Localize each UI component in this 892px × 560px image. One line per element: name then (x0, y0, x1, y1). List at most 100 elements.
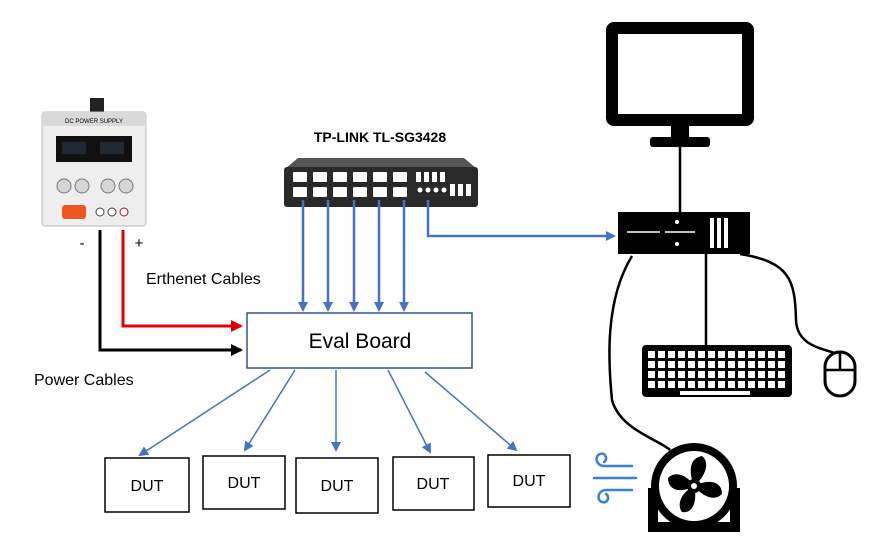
psu-positive-label: + (135, 235, 144, 252)
dut-label: DUT (131, 478, 164, 495)
switch-port (333, 172, 347, 182)
keyboard-key (648, 361, 655, 368)
dut-1: DUT (104, 457, 190, 513)
keyboard-key (778, 361, 785, 368)
power-cable-positive (121, 230, 243, 332)
keyboard-key (758, 361, 765, 368)
keyboard-key (648, 351, 655, 358)
dut-label: DUT (417, 476, 450, 493)
keyboard-key (738, 351, 745, 358)
ethernet-cables-label: Erthenet Cables (146, 271, 261, 288)
keyboard-key (748, 381, 755, 388)
keyboard-key (748, 371, 755, 378)
keyboard-key (768, 351, 775, 358)
keyboard-key (708, 351, 715, 358)
fan-icon (648, 443, 740, 532)
dut-3: DUT (295, 457, 379, 514)
dut-5: DUT (487, 454, 571, 508)
switch-port (373, 172, 387, 182)
switch-sfp-slot (466, 184, 471, 196)
keyboard-key (718, 361, 725, 368)
keyboard-key (718, 371, 725, 378)
keyboard-key (768, 381, 775, 388)
power-cable-negative (98, 230, 243, 356)
keyboard-key (698, 371, 705, 378)
keyboard-key (648, 371, 655, 378)
keyboard-key (728, 361, 735, 368)
monitor-icon (606, 22, 754, 147)
keyboard-key (678, 381, 685, 388)
keyboard-key (768, 361, 775, 368)
keyboard-icon (642, 345, 792, 397)
power-cables-label: Power Cables (34, 372, 134, 389)
switch-led (433, 187, 439, 193)
keyboard-key (778, 381, 785, 388)
keyboard-key (658, 381, 665, 388)
dut-2: DUT (202, 455, 286, 510)
keyboard-key (728, 371, 735, 378)
keyboard-key (738, 381, 745, 388)
switch-sfp-slot (458, 184, 463, 196)
switch-port (293, 172, 307, 182)
keyboard-key (768, 371, 775, 378)
switch-port (313, 172, 327, 182)
dc-power-supply-icon: DC POWER SUPPLY (41, 98, 147, 227)
keyboard-key (698, 361, 705, 368)
mouse-cable (739, 252, 839, 356)
keyboard-key (658, 371, 665, 378)
switch-label: TP-LINK TL-SG3428 (314, 129, 446, 145)
keyboard-key (668, 371, 675, 378)
keyboard-key (698, 381, 705, 388)
keyboard-spacebar (680, 391, 750, 395)
switch-port (293, 187, 307, 197)
switch-led (441, 187, 447, 193)
keyboard-key (668, 361, 675, 368)
switch-port (353, 172, 367, 182)
keyboard-key (778, 371, 785, 378)
keyboard-key (738, 361, 745, 368)
keyboard-key (668, 351, 675, 358)
switch-port (313, 187, 327, 197)
switch-port (393, 187, 407, 197)
switch-port (353, 187, 367, 197)
keyboard-key (708, 381, 715, 388)
keyboard-key (718, 381, 725, 388)
airflow-icon (592, 452, 638, 504)
keyboard-key (658, 351, 665, 358)
switch-led (425, 187, 431, 193)
switch-led (417, 187, 423, 193)
keyboard-key (728, 381, 735, 388)
keyboard-key (688, 351, 695, 358)
eval-board-box (246, 312, 473, 369)
psu-title: DC POWER SUPPLY (65, 119, 123, 125)
switch-port (333, 187, 347, 197)
switch-sfp-slot (440, 172, 445, 182)
ethernet-cables (298, 200, 409, 312)
switch-sfp-slot (450, 184, 455, 196)
keyboard-key (758, 371, 765, 378)
dut-label: DUT (513, 473, 546, 490)
fan-cable (608, 255, 671, 451)
dut-connection-arrows (138, 369, 518, 457)
keyboard-key (748, 351, 755, 358)
network-switch-icon (284, 158, 478, 207)
keyboard-key (758, 381, 765, 388)
keyboard-key (688, 381, 695, 388)
keyboard-key (728, 351, 735, 358)
dut-label: DUT (228, 475, 261, 492)
dut-4: DUT (392, 456, 475, 511)
keyboard-key (688, 371, 695, 378)
dut-label: DUT (321, 478, 354, 495)
keyboard-key (708, 371, 715, 378)
keyboard-key (758, 351, 765, 358)
switch-sfp-slot (432, 172, 437, 182)
keyboard-key (748, 361, 755, 368)
mouse-icon (823, 350, 857, 398)
keyboard-key (698, 351, 705, 358)
keyboard-key (658, 361, 665, 368)
keyboard-key (778, 351, 785, 358)
keyboard-key (678, 361, 685, 368)
pc-tower-icon (618, 212, 750, 254)
ethernet-cable-to-pc (426, 200, 616, 241)
switch-sfp-slot (424, 172, 429, 182)
